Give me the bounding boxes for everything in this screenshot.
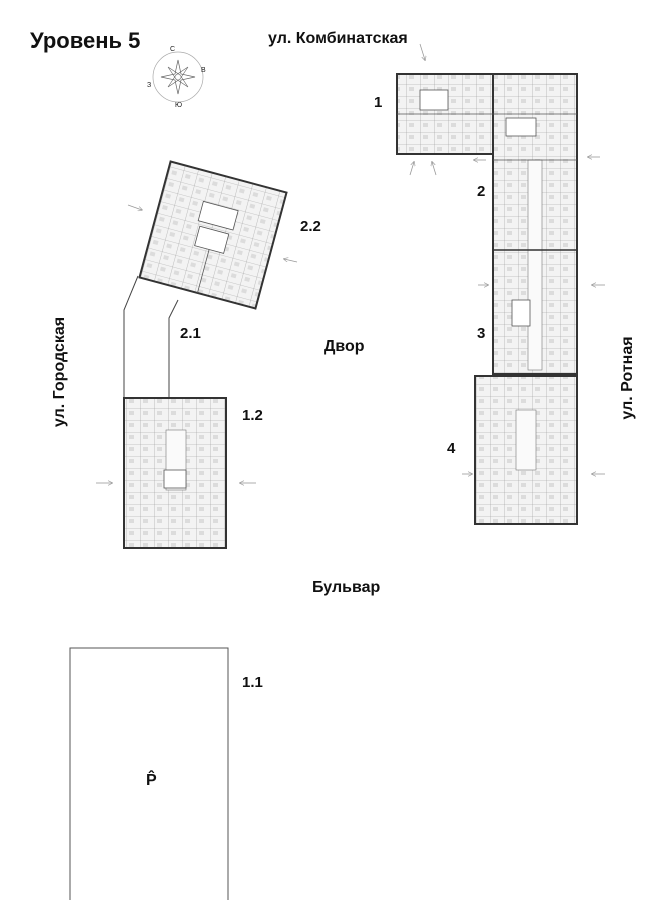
section-label-2-2[interactable]: 2.2 bbox=[300, 218, 321, 235]
section-label-1-1[interactable]: 1.1 bbox=[242, 674, 263, 691]
building-right bbox=[396, 73, 578, 525]
boulevard-label: Бульвар bbox=[312, 579, 381, 596]
compass-west: З bbox=[147, 82, 151, 89]
section-label-4[interactable]: 4 bbox=[447, 440, 456, 457]
section-label-3[interactable]: 3 bbox=[477, 325, 486, 342]
building-2-2 bbox=[138, 160, 288, 310]
compass: С В Ю З bbox=[147, 46, 206, 109]
parking-sign: P̂ bbox=[146, 772, 157, 789]
compass-north: С bbox=[170, 46, 175, 53]
section-label-2-1[interactable]: 2.1 bbox=[180, 325, 201, 342]
compass-south: Ю bbox=[175, 102, 182, 109]
building-1-2 bbox=[123, 397, 227, 549]
section-label-1-2[interactable]: 1.2 bbox=[242, 407, 263, 424]
connector-2-1 bbox=[123, 275, 179, 398]
entrance-arrows bbox=[96, 43, 605, 483]
page-title: Уровень 5 bbox=[30, 28, 141, 53]
compass-east: В bbox=[201, 67, 206, 74]
courtyard-label: Двор bbox=[324, 338, 365, 355]
building-1-1-outline bbox=[69, 647, 229, 900]
section-label-2[interactable]: 2 bbox=[477, 183, 486, 200]
section-label-1[interactable]: 1 bbox=[374, 94, 383, 111]
street-label-kombinatskaya: ул. Комбинатская bbox=[268, 30, 408, 47]
